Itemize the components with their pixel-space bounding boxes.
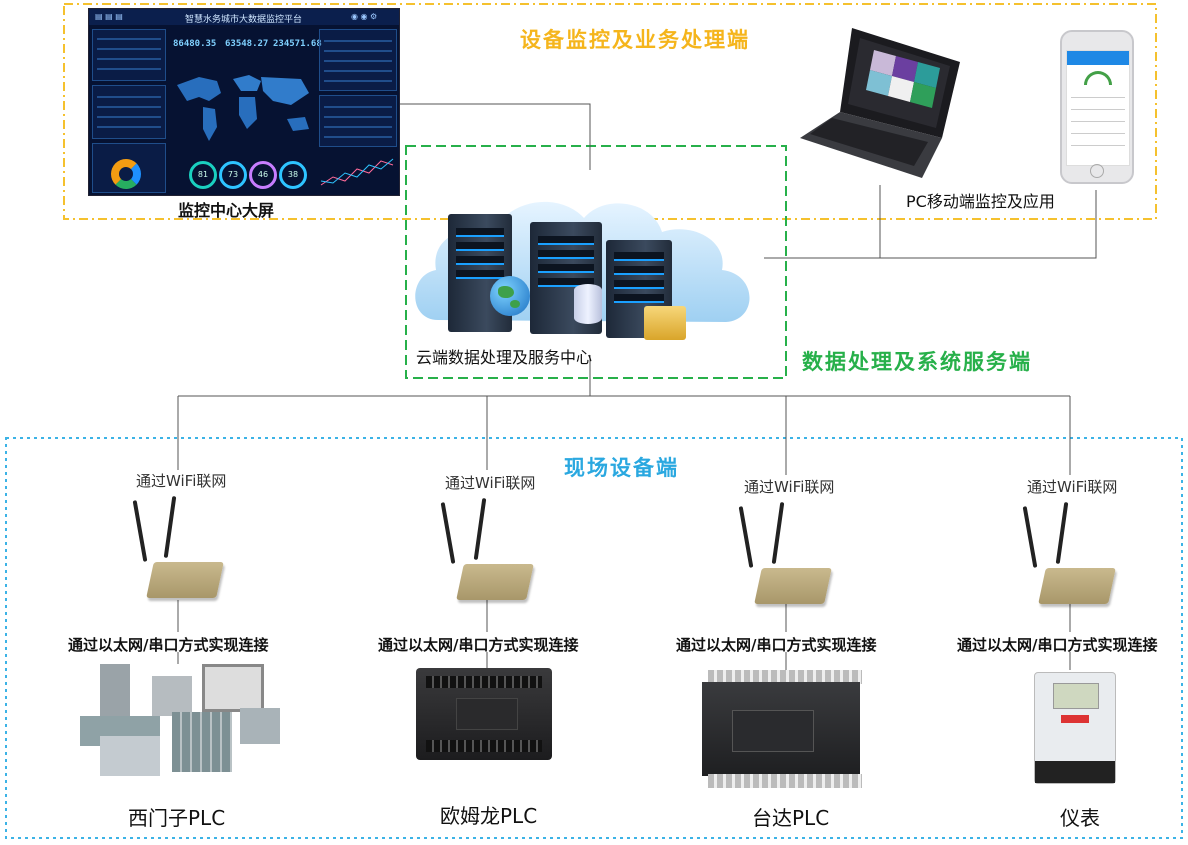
device-name-3: 台达PLC (752, 806, 830, 830)
stat-1: 86480.35 (173, 39, 217, 49)
field-region-border (5, 437, 1183, 839)
field-section-title: 现场设备端 (564, 456, 679, 480)
siemens-plc-image (80, 664, 280, 780)
delta-plc-image (702, 670, 862, 790)
omron-plc-image (416, 668, 552, 760)
database-icon (574, 284, 602, 324)
left-panel-2 (92, 85, 166, 139)
gauge-2: 73 (219, 161, 247, 189)
dashboard-nav: ▤ ▤ ▤ (95, 12, 123, 21)
line-chart-mini (320, 158, 394, 186)
gauge-1: 81 (189, 161, 217, 189)
connection-label-3: 通过以太网/串口方式实现连接 (676, 636, 877, 654)
stat-2: 63548.27 (225, 39, 269, 49)
monitor-region-border (63, 3, 1157, 220)
wifi-label-2: 通过WiFi联网 (445, 474, 536, 492)
right-panel-2 (319, 95, 397, 147)
gauge-4: 38 (279, 161, 307, 189)
cloud-section-title: 数据处理及系统服务端 (802, 350, 1032, 374)
phone-home-button (1090, 164, 1104, 178)
connection-label-4: 通过以太网/串口方式实现连接 (957, 636, 1158, 654)
pc-mobile-caption: PC移动端监控及应用 (906, 192, 1055, 211)
globe-icon (490, 276, 530, 316)
phone-screen (1066, 50, 1130, 166)
laptop-icon (800, 28, 960, 178)
right-panel-1 (319, 29, 397, 91)
world-map (177, 75, 309, 141)
wifi-router-2 (456, 564, 534, 600)
wifi-router-1 (146, 562, 224, 598)
link-screen-cloud (398, 103, 591, 170)
wifi-router-3 (754, 568, 832, 604)
big-screen-dashboard: ▤ ▤ ▤ 智慧水务城市大数据监控平台 ◉ ◉ ⚙ 86480.35 63548… (88, 8, 400, 196)
donut-chart (111, 159, 141, 189)
link-cloud-pc-mobile (764, 190, 1097, 259)
dashboard-tools-icon: ◉ ◉ ⚙ (351, 12, 378, 21)
wifi-label-4: 通过WiFi联网 (1027, 478, 1118, 496)
folder-icon (644, 306, 686, 340)
connection-label-1: 通过以太网/串口方式实现连接 (68, 636, 269, 654)
big-screen-caption: 监控中心大屏 (178, 201, 275, 220)
phone-icon (1060, 30, 1134, 184)
meter-image (1034, 672, 1116, 784)
cloud-region-border (405, 145, 787, 379)
dashboard-title: 智慧水务城市大数据监控平台 (185, 15, 303, 25)
gauge-3: 46 (249, 161, 277, 189)
device-name-1: 西门子PLC (128, 806, 226, 830)
device-name-2: 欧姆龙PLC (440, 804, 538, 828)
connection-label-2: 通过以太网/串口方式实现连接 (378, 636, 579, 654)
stat-3: 234571.68 (273, 39, 322, 49)
dashboard-header: ▤ ▤ ▤ 智慧水务城市大数据监控平台 ◉ ◉ ⚙ (89, 9, 399, 25)
wifi-label-1: 通过WiFi联网 (136, 472, 227, 490)
wifi-router-4 (1038, 568, 1116, 604)
server-tower-1 (448, 214, 512, 332)
wifi-label-3: 通过WiFi联网 (744, 478, 835, 496)
monitor-section-title: 设备监控及业务处理端 (520, 28, 750, 52)
cloud-center-caption: 云端数据处理及服务中心 (416, 348, 593, 367)
left-panel-1 (92, 29, 166, 81)
device-name-4: 仪表 (1060, 806, 1100, 830)
